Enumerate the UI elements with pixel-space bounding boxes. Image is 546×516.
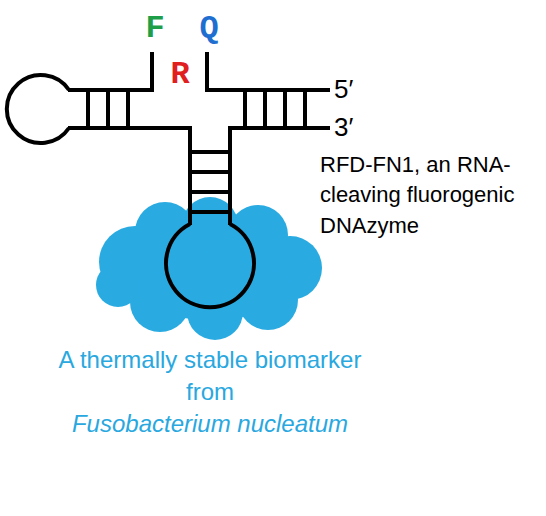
dnazyme-strand: [7, 52, 330, 307]
biomarker-caption: A thermally stable biomarker from: [40, 344, 380, 409]
three-prime-label: 3′: [334, 112, 374, 143]
organism-name: Fusobacterium nucleatum: [40, 410, 380, 439]
dnazyme-name: RFD-FN1, an RNA-cleaving fluorogenic DNA…: [320, 150, 540, 241]
biomarker-cloud: [96, 197, 322, 340]
ribonucleotide-label: R: [165, 56, 195, 94]
five-prime-label: 5′: [334, 74, 374, 105]
quencher-label: Q: [194, 10, 224, 48]
fluorophore-label: F: [140, 10, 170, 48]
